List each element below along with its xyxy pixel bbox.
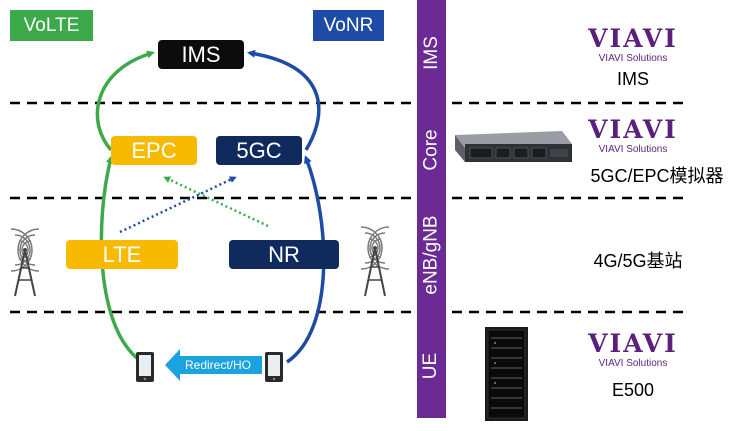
vonr-tag: VoNR [313,10,384,41]
viavi-logo-word: VIAVI [588,115,678,144]
viavi-logo-ue: VIAVI VIAVI Solutions [583,331,683,370]
layer-label-ran-wrap: eNB/gNB [417,205,446,305]
viavi-logo-sub: VIAVI Solutions [598,53,668,64]
e500-cabinet-icon [485,327,528,421]
viavi-logo-core: VIAVI VIAVI Solutions [583,117,683,156]
nr-tower-icon [360,226,390,297]
right-label-ran: 4G/5G基站 [593,251,683,271]
viavi-logo-word: VIAVI [588,329,678,358]
layer-separators [10,101,690,314]
right-label-ims: IMS [616,69,649,89]
viavi-logo-sub: VIAVI Solutions [598,358,668,369]
vonr-path [247,49,326,364]
layer-label-ue: UE [420,352,442,380]
viavi-logo-sub: VIAVI Solutions [598,144,668,155]
right-label-ue: E500 [611,380,655,400]
redirect-arrow [165,349,262,381]
volte-path [95,50,155,364]
ims-node: IMS [158,40,244,69]
fivegc-node: 5GC [216,136,302,165]
server-rack-icon [455,131,572,162]
layer-label-ims-wrap: IMS [417,3,446,103]
layer-label-core: Core [420,129,442,171]
lte-node: LTE [66,240,178,269]
ue-phone-right-icon [265,352,283,382]
lte-to-5gc-link [119,176,237,234]
ue-phone-left-icon [136,352,154,382]
nr-node: NR [229,240,339,269]
layer-label-ue-wrap: UE [417,316,446,416]
lte-tower-icon [10,228,40,297]
redirect-ho-label: Redirect/HO [184,358,252,372]
layer-label-ran: eNB/gNB [420,215,442,295]
layer-bar: IMS Core eNB/gNB UE [417,0,446,418]
right-label-core: 5GC/EPC模拟器 [590,166,724,186]
volte-tag: VoLTE [10,10,93,41]
nr-to-epc-link [163,176,269,228]
layer-label-ims: IMS [420,36,442,70]
viavi-logo-word: VIAVI [588,24,678,53]
epc-node: EPC [111,136,197,165]
layer-label-core-wrap: Core [417,100,446,200]
viavi-logo-ims: VIAVI VIAVI Solutions [583,26,683,65]
